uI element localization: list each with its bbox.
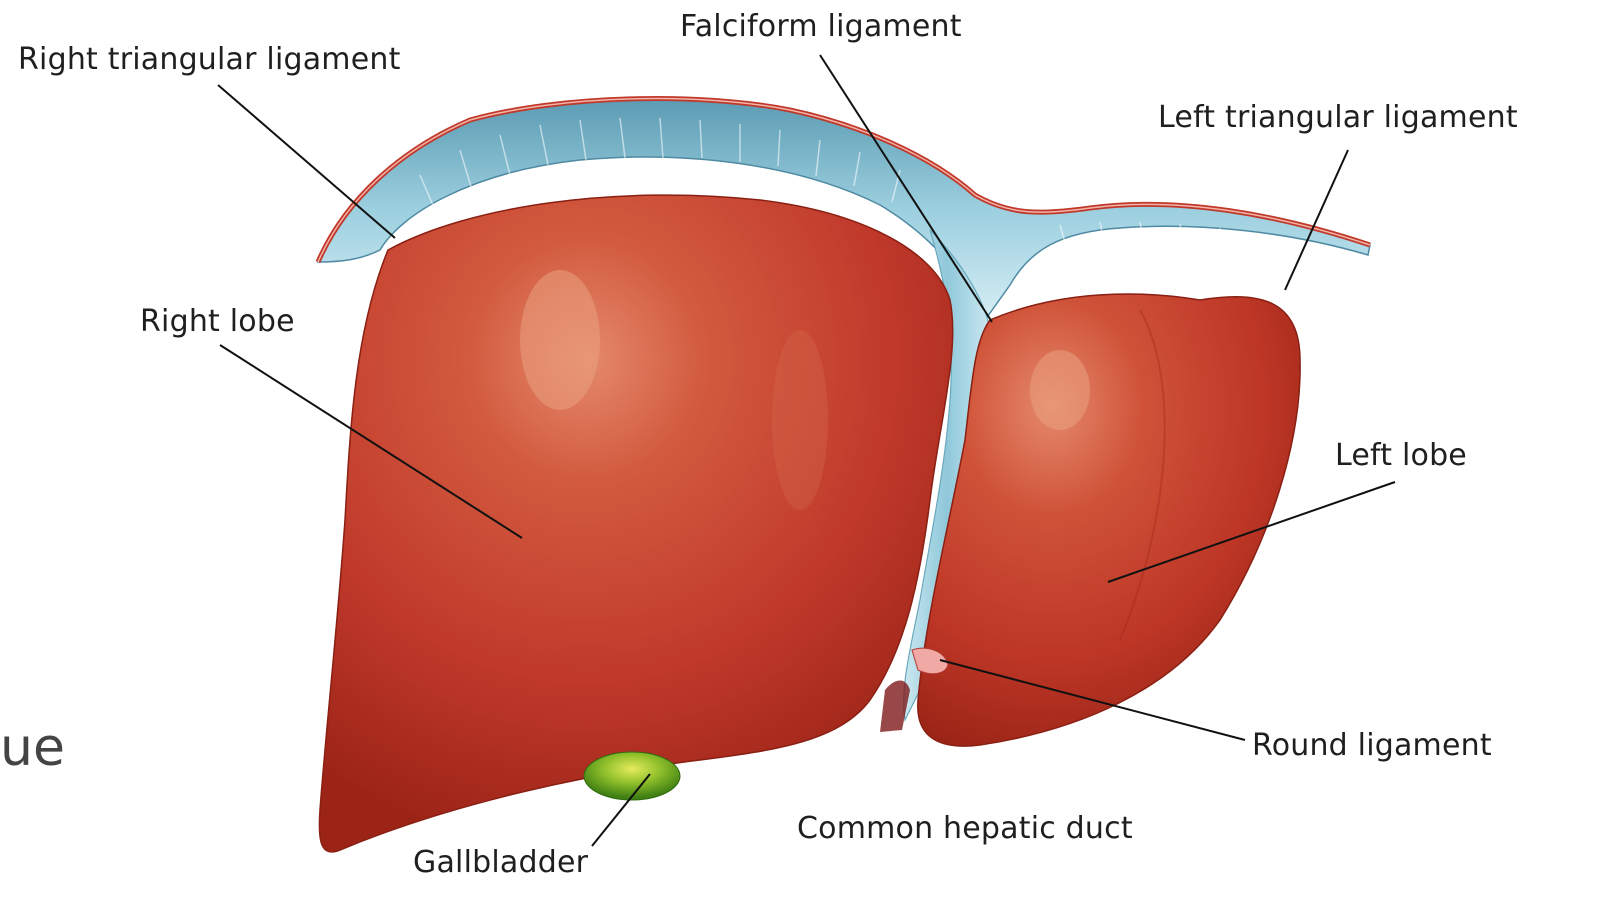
- label-left-triangular-ligament: Left triangular ligament: [1158, 103, 1518, 133]
- label-right-lobe: Right lobe: [140, 307, 295, 337]
- label-left-lobe: Left lobe: [1335, 441, 1467, 471]
- label-common-hepatic-duct: Common hepatic duct: [797, 814, 1133, 844]
- leader-left-triangular: [1285, 150, 1348, 290]
- label-right-triangular-ligament: Right triangular ligament: [18, 45, 401, 75]
- label-falciform-ligament: Falciform ligament: [680, 12, 962, 42]
- left-lobe: [918, 294, 1300, 746]
- gallbladder-shape: [584, 752, 680, 800]
- label-round-ligament: Round ligament: [1252, 731, 1492, 761]
- label-gallbladder: Gallbladder: [413, 848, 588, 878]
- leader-right-triangular: [218, 85, 395, 238]
- partial-text: ue: [0, 722, 65, 774]
